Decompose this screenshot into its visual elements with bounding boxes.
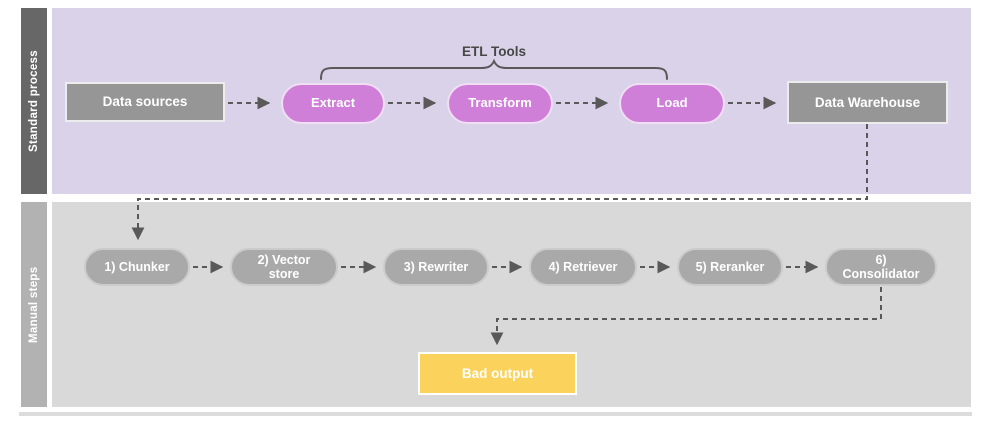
node-label: 2) Vector store	[257, 252, 311, 281]
node-consolidator: 6) Consolidator	[825, 248, 937, 286]
node-load: Load	[619, 83, 725, 124]
lane-label-standard-process: Standard process	[21, 8, 47, 194]
lane-label-text: Standard process	[28, 50, 40, 152]
node-label: Data Warehouse	[814, 94, 921, 110]
lane-label-text: Manual steps	[28, 266, 40, 343]
node-label: 3) Rewriter	[403, 259, 469, 274]
node-extract: Extract	[281, 83, 385, 124]
node-label: Extract	[310, 95, 356, 111]
node-data-warehouse: Data Warehouse	[787, 81, 948, 124]
node-bad-output: Bad output	[418, 352, 577, 395]
node-label: Data sources	[102, 94, 188, 110]
node-reranker: 5) Reranker	[677, 248, 783, 286]
node-rewriter: 3) Rewriter	[383, 248, 489, 286]
node-label: Load	[656, 95, 688, 111]
node-transform: Transform	[447, 83, 553, 124]
node-label: Bad output	[461, 365, 534, 381]
node-data-sources: Data sources	[65, 82, 225, 122]
etl-tools-label: ETL Tools	[462, 44, 526, 59]
node-label: 4) Retriever	[548, 259, 618, 274]
node-label: 5) Reranker	[695, 259, 765, 274]
node-vector-store: 2) Vector store	[230, 248, 338, 286]
node-chunker: 1) Chunker	[84, 248, 190, 286]
node-retriever: 4) Retriever	[529, 248, 637, 286]
node-label: 6) Consolidator	[842, 252, 920, 281]
bottom-divider	[19, 412, 972, 416]
lane-label-manual-steps: Manual steps	[21, 202, 47, 407]
node-label: 1) Chunker	[104, 259, 170, 274]
node-label: Transform	[468, 95, 532, 111]
